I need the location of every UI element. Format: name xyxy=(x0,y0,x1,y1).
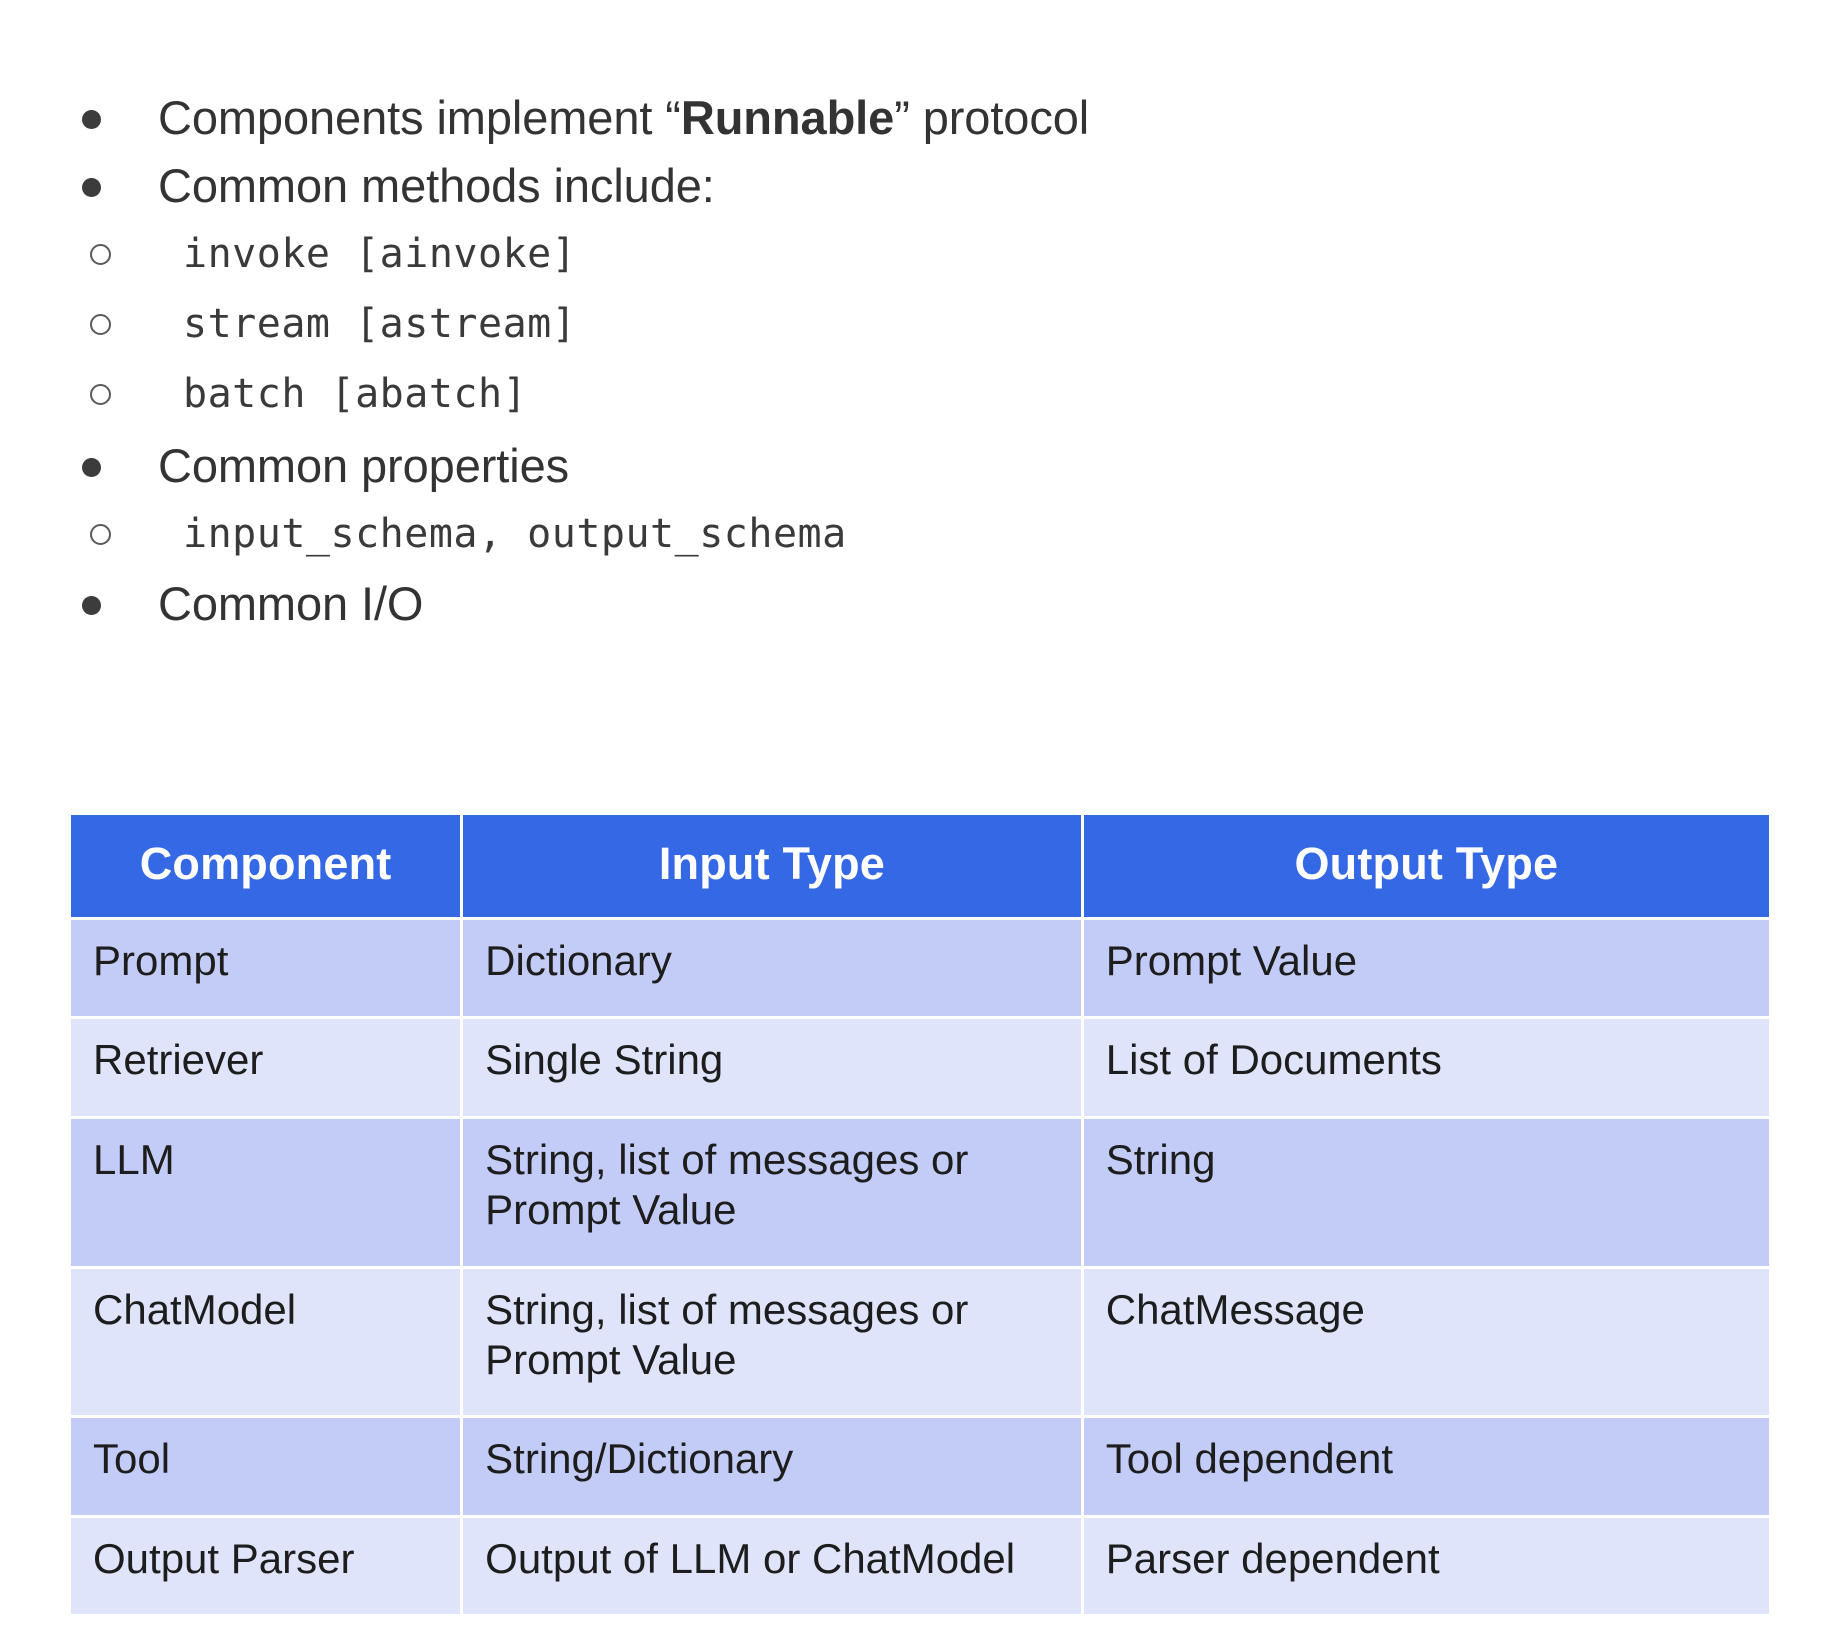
bullet-label-common-io: Common I/O xyxy=(158,576,424,630)
bullet-marker-filled-dot-icon xyxy=(68,434,158,477)
cell-output-type: ChatMessage xyxy=(1083,1268,1769,1416)
cell-component: ChatModel xyxy=(71,1268,461,1416)
cell-component: Retriever xyxy=(71,1019,461,1116)
sub-bullet-marker-hollow-circle-icon xyxy=(68,362,183,405)
bullet-list: Components implement “Runnable” protocol… xyxy=(68,86,1768,640)
cell-input-type: Dictionary xyxy=(463,920,1081,1017)
bullet-common-io: Common I/O xyxy=(68,572,1768,636)
column-header-component: Component xyxy=(71,815,461,917)
table-row: Tool String/Dictionary Tool dependent xyxy=(71,1418,1769,1515)
cell-component: LLM xyxy=(71,1118,461,1266)
sub-bullet-marker-hollow-circle-icon xyxy=(68,292,183,335)
sub-bullet-label-schemas: input_schema, output_schema xyxy=(183,510,847,557)
bullet-runnable-protocol: Components implement “Runnable” protocol xyxy=(68,86,1768,150)
sub-bullet-invoke: invoke [ainvoke] xyxy=(68,222,1768,286)
component-io-table-wrapper: Component Input Type Output Type Prompt … xyxy=(68,812,1772,1617)
bullet-text-bold-runnable: Runnable xyxy=(680,91,895,144)
cell-input-type: String, list of messages or Prompt Value xyxy=(463,1118,1081,1266)
bullet-label-common-properties: Common properties xyxy=(158,438,570,492)
cell-output-type: Parser dependent xyxy=(1083,1517,1769,1615)
bullet-label-common-methods: Common methods include: xyxy=(158,158,715,212)
cell-output-type: Prompt Value xyxy=(1083,920,1769,1017)
sub-bullet-label-batch: batch [abatch] xyxy=(183,370,528,417)
sub-bullet-stream: stream [astream] xyxy=(68,292,1768,356)
column-header-input-type: Input Type xyxy=(463,815,1081,917)
sub-bullet-marker-hollow-circle-icon xyxy=(68,502,183,545)
bullet-text-runnable: Components implement “Runnable” protocol xyxy=(158,86,1768,150)
cell-input-type: String/Dictionary xyxy=(463,1418,1081,1515)
cell-component: Tool xyxy=(71,1418,461,1515)
bullet-common-methods: Common methods include: xyxy=(68,154,1768,218)
cell-input-type: String, list of messages or Prompt Value xyxy=(463,1268,1081,1416)
cell-output-type: String xyxy=(1083,1118,1769,1266)
cell-input-type: Output of LLM or ChatModel xyxy=(463,1517,1081,1615)
bullet-text-after: ” protocol xyxy=(894,91,1090,144)
sub-bullet-schemas: input_schema, output_schema xyxy=(68,502,1768,566)
table-header-row: Component Input Type Output Type xyxy=(71,815,1769,917)
table-row: LLM String, list of messages or Prompt V… xyxy=(71,1118,1769,1266)
cell-component: Prompt xyxy=(71,920,461,1017)
sub-bullet-batch: batch [abatch] xyxy=(68,362,1768,426)
cell-input-type: Single String xyxy=(463,1019,1081,1116)
bullet-common-properties: Common properties xyxy=(68,434,1768,498)
sub-bullet-marker-hollow-circle-icon xyxy=(68,222,183,265)
table-body: Prompt Dictionary Prompt Value Retriever… xyxy=(71,920,1769,1615)
bullet-marker-filled-dot-icon xyxy=(68,572,158,615)
sub-bullet-label-stream: stream [astream] xyxy=(183,300,577,347)
bullet-marker-filled-dot-icon xyxy=(68,154,158,197)
table-row: Output Parser Output of LLM or ChatModel… xyxy=(71,1517,1769,1615)
table-row: Retriever Single String List of Document… xyxy=(71,1019,1769,1116)
table-row: Prompt Dictionary Prompt Value xyxy=(71,920,1769,1017)
cell-output-type: List of Documents xyxy=(1083,1019,1769,1116)
bullet-marker-filled-dot-icon xyxy=(68,86,158,129)
component-io-table: Component Input Type Output Type Prompt … xyxy=(68,812,1772,1617)
cell-output-type: Tool dependent xyxy=(1083,1418,1769,1515)
cell-component: Output Parser xyxy=(71,1517,461,1615)
bullet-text-before: Components implement “ xyxy=(158,91,681,144)
column-header-output-type: Output Type xyxy=(1083,815,1769,917)
table-header: Component Input Type Output Type xyxy=(71,815,1769,917)
table-row: ChatModel String, list of messages or Pr… xyxy=(71,1268,1769,1416)
sub-bullet-label-invoke: invoke [ainvoke] xyxy=(183,230,577,277)
